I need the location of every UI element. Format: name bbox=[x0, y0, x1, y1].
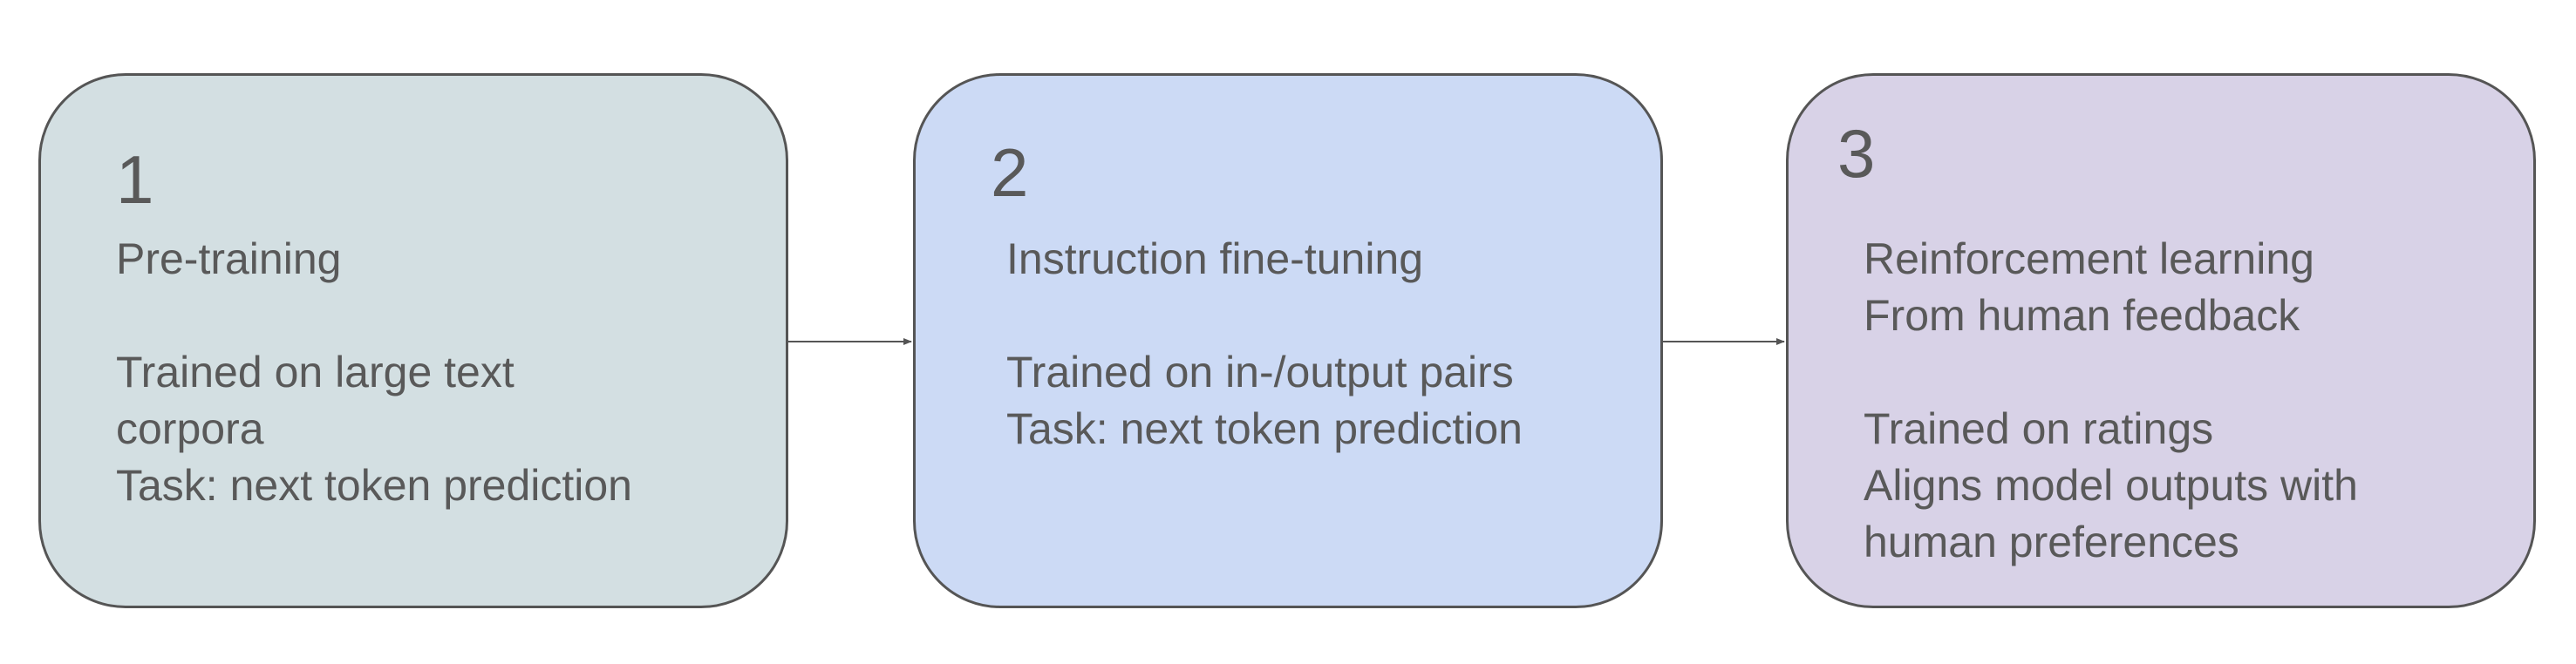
step-description-line: human preferences bbox=[1864, 518, 2239, 566]
step-description-line: Aligns model outputs with bbox=[1864, 461, 2358, 510]
step-description-line: Trained on large text bbox=[116, 348, 515, 396]
step-1-box: 1 Pre-training Trained on large text cor… bbox=[38, 73, 788, 608]
step-title-line: Reinforcement learning bbox=[1864, 234, 2314, 283]
step-title-line: From human feedback bbox=[1864, 291, 2300, 340]
step-description-line: Task: next token prediction bbox=[1006, 404, 1523, 453]
step-description: Trained on in-/output pairs Task: next t… bbox=[1006, 344, 1523, 457]
step-description: Trained on ratings Aligns model outputs … bbox=[1864, 401, 2358, 571]
step-title-line: Pre-training bbox=[116, 234, 342, 283]
step-description-line: Trained on ratings bbox=[1864, 404, 2214, 453]
step-title: Reinforcement learning From human feedba… bbox=[1864, 231, 2314, 344]
step-title: Pre-training bbox=[116, 231, 341, 288]
step-number: 2 bbox=[991, 134, 1029, 211]
step-title: Instruction fine-tuning bbox=[1006, 231, 1423, 288]
step-description-line: Task: next token prediction bbox=[116, 461, 632, 510]
step-description-line: corpora bbox=[116, 404, 264, 453]
step-3-box: 3 Reinforcement learning From human feed… bbox=[1786, 73, 2536, 608]
step-number: 1 bbox=[116, 141, 154, 218]
step-title-line: Instruction fine-tuning bbox=[1006, 234, 1424, 283]
step-description-line: Trained on in-/output pairs bbox=[1006, 348, 1514, 396]
step-2-box: 2 Instruction fine-tuning Trained on in-… bbox=[913, 73, 1663, 608]
step-number: 3 bbox=[1837, 115, 1876, 192]
step-description: Trained on large text corpora Task: next… bbox=[116, 344, 632, 514]
